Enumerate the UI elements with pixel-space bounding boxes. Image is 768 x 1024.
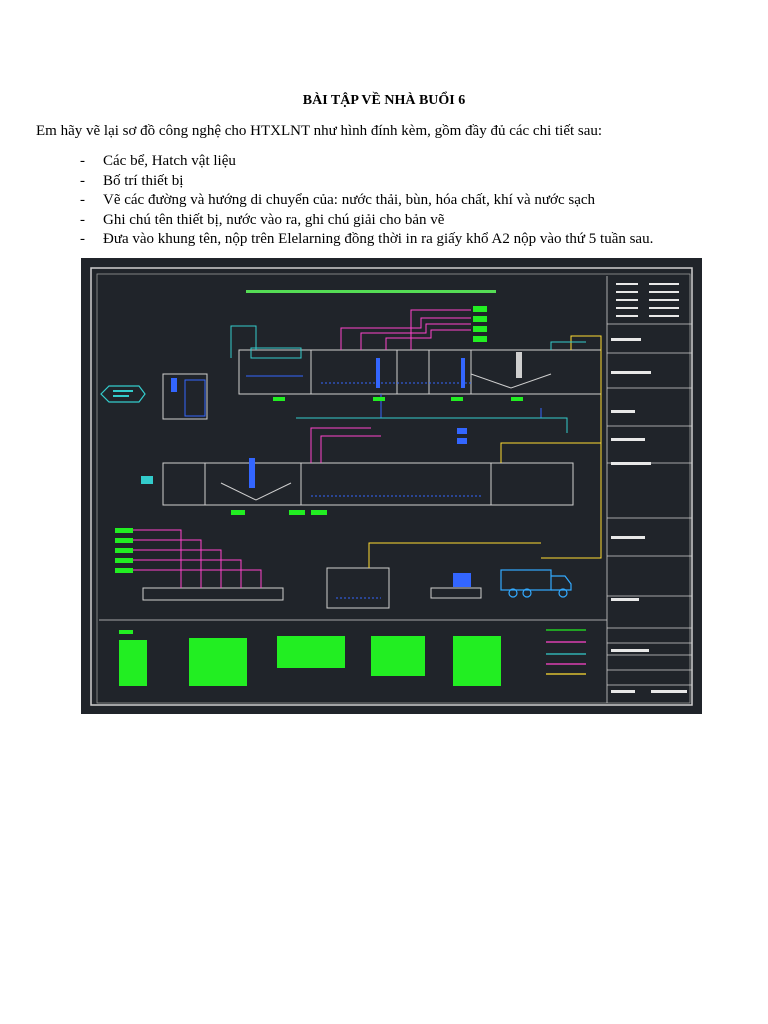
legend-text-blocks [119, 630, 501, 686]
bullet-dash: - [80, 153, 85, 169]
lower-tank [162, 462, 574, 506]
list-item-text: Ghi chú tên thiết bị, nước vào ra, ghi c… [103, 211, 445, 228]
cad-process-diagram-image [81, 258, 702, 714]
bullet-dash: - [80, 192, 85, 208]
chemical-tanks [142, 587, 284, 601]
list-item: - Vẽ các đường và hướng di chuyển của: nư… [80, 191, 653, 211]
cad-drawing-svg [90, 267, 693, 706]
truck-illustration [500, 569, 572, 598]
upper-tank [238, 349, 602, 395]
bullet-dash: - [80, 211, 85, 228]
inlet-arrow [100, 385, 146, 403]
list-item: - Các bể, Hatch vật liệu [80, 152, 653, 172]
list-item: - Đưa vào khung tên, nộp trên Elelarning … [80, 230, 653, 250]
page-title: BÀI TẬP VỀ NHÀ BUỔI 6 [302, 93, 466, 108]
bullet-dash: - [80, 231, 85, 247]
list-item: - Bố trí thiết bị [80, 172, 653, 192]
title-block [606, 276, 693, 703]
intro-paragraph: Em hãy vẽ lại sơ đồ công nghệ cho HTXLNT… [36, 123, 603, 139]
list-item-text: Bố trí thiết bị [103, 172, 184, 189]
diagram-title-text [246, 290, 496, 293]
bullet-dash: - [80, 172, 85, 189]
requirements-list: - Các bể, Hatch vật liệu - Bố trí thiết bị… [80, 152, 653, 250]
title-block-text [611, 283, 687, 693]
legend-line-samples [546, 629, 586, 675]
list-item-text: Vẽ các đường và hướng di chuyển của: nướ… [103, 192, 596, 208]
list-item-text: Đưa vào khung tên, nộp trên Elelarning đ… [103, 231, 654, 247]
list-item-text: Các bể, Hatch vật liệu [103, 153, 236, 169]
list-item: - Ghi chú tên thiết bị, nước vào ra, ghi … [80, 211, 653, 231]
